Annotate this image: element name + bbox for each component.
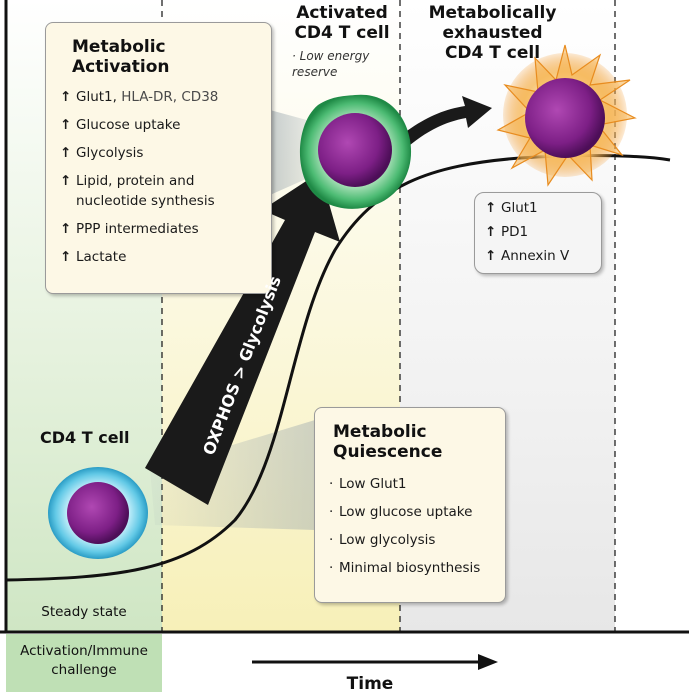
activation-item: ↑Lipid, protein and	[60, 167, 271, 195]
steady-state-label: Steady state	[41, 604, 127, 620]
activation-item-text: nucleotide synthesis	[76, 193, 215, 209]
exhaustion-list: ↑Glut1↑PD1↑Annexin V	[485, 196, 601, 268]
up-arrow-icon: ↑	[60, 249, 72, 265]
activation-item-highlight: HLA-DR, CD38	[121, 89, 219, 105]
metabolic-quiescence-box: Metabolic Quiescence · Low Glut1 · Low gluc…	[314, 407, 506, 603]
activation-item-text: Glut1,	[76, 89, 122, 105]
activation-item: ↑Glucose uptake	[60, 111, 271, 139]
bullet-icon: ·	[329, 532, 334, 548]
activation-item-text: PPP intermediates	[76, 221, 199, 237]
activation-item-text: Glucose uptake	[76, 117, 181, 133]
activation-item-text: Glycolysis	[76, 145, 144, 161]
quiescence-list: · Low Glut1 · Low glucose uptake · Low glycol…	[329, 470, 505, 582]
activation-item-text: Lipid, protein and	[76, 173, 195, 189]
quiescence-title-line1: Metabolic	[333, 422, 427, 442]
bullet-icon: ·	[329, 504, 334, 520]
activation-item: ↑PPP intermediates	[60, 215, 271, 243]
activated-title-line1: Activated	[296, 3, 388, 23]
challenge-box	[6, 634, 162, 692]
x-axis-label: Time	[346, 674, 394, 694]
exhaustion-item-text: PD1	[501, 224, 529, 240]
activation-box-title: Metabolic Activation	[60, 37, 271, 77]
activated-cd4-cell	[299, 94, 412, 209]
exhausted-cell-title: Metabolically exhausted CD4 T cell	[425, 3, 560, 63]
metabolic-activation-box: Metabolic Activation ↑Glut1, HLA-DR, CD3…	[45, 22, 272, 294]
exhausted-title-line1: Metabolically	[428, 3, 557, 23]
challenge-label: Activation/Immune challenge	[6, 642, 162, 680]
quiescence-item: · Low glycolysis	[329, 526, 505, 554]
exhaustion-item: ↑PD1	[485, 220, 601, 244]
activation-title-line1: Metabolic	[72, 37, 166, 57]
exhaustion-markers-box: ↑Glut1↑PD1↑Annexin V	[474, 192, 602, 274]
resting-cd4-cell	[48, 467, 148, 559]
challenge-label-line2: challenge	[51, 662, 117, 678]
quiescence-box-title: Metabolic Quiescence	[329, 422, 505, 462]
exhaustion-arrow	[395, 96, 492, 152]
up-arrow-icon: ↑	[485, 248, 497, 264]
exhausted-title-line2: exhausted	[442, 23, 543, 43]
up-arrow-icon: ↑	[485, 200, 497, 216]
quiescence-item-text: Minimal biosynthesis	[339, 560, 481, 576]
exhaustion-item: ↑Annexin V	[485, 244, 601, 268]
exhaustion-item: ↑Glut1	[485, 196, 601, 220]
activated-cell-title: Activated CD4 T cell	[282, 3, 402, 43]
time-arrowhead	[478, 654, 498, 670]
up-arrow-icon: ↑	[60, 117, 72, 133]
quiescence-item-text: Low glycolysis	[339, 532, 436, 548]
activation-title-line2: Activation	[72, 57, 170, 77]
up-arrow-icon: ↑	[60, 89, 72, 105]
resting-cell-title: CD4 T cell	[40, 428, 130, 447]
activation-item: nucleotide synthesis	[60, 187, 271, 215]
up-arrow-icon: ↑	[60, 145, 72, 161]
activation-item-text: Lactate	[76, 249, 127, 265]
bullet-icon: ·	[329, 560, 334, 576]
challenge-label-line1: Activation/Immune	[20, 643, 148, 659]
bullet-icon: ·	[329, 476, 334, 492]
exhaustion-item-text: Annexin V	[501, 248, 570, 264]
exhausted-cd4-cell	[496, 44, 637, 187]
activated-title-line2: CD4 T cell	[294, 23, 390, 43]
up-arrow-icon: ↑	[60, 221, 72, 237]
quiescence-callout-wedge	[150, 420, 315, 530]
exhaustion-item-text: Glut1	[501, 200, 538, 216]
quiescence-item: · Low Glut1	[329, 470, 505, 498]
quiescence-title-line2: Quiescence	[333, 442, 443, 462]
activation-list: ↑Glut1, HLA-DR, CD38↑Glucose uptake↑Glyc…	[60, 83, 271, 271]
activation-item: ↑Lactate	[60, 243, 271, 271]
up-arrow-icon: ↑	[485, 224, 497, 240]
up-arrow-icon: ↑	[60, 173, 72, 189]
low-energy-note: · Low energy reserve	[292, 49, 370, 79]
quiescence-item: · Low glucose uptake	[329, 498, 505, 526]
activation-item: ↑Glycolysis	[60, 139, 271, 167]
quiescence-item: · Minimal biosynthesis	[329, 554, 505, 582]
activation-item: ↑Glut1, HLA-DR, CD38	[60, 83, 271, 111]
quiescence-item-text: Low Glut1	[339, 476, 407, 492]
quiescence-item-text: Low glucose uptake	[339, 504, 473, 520]
oxphos-glycolysis-arrow	[145, 172, 340, 505]
exhausted-title-line3: CD4 T cell	[444, 43, 541, 63]
